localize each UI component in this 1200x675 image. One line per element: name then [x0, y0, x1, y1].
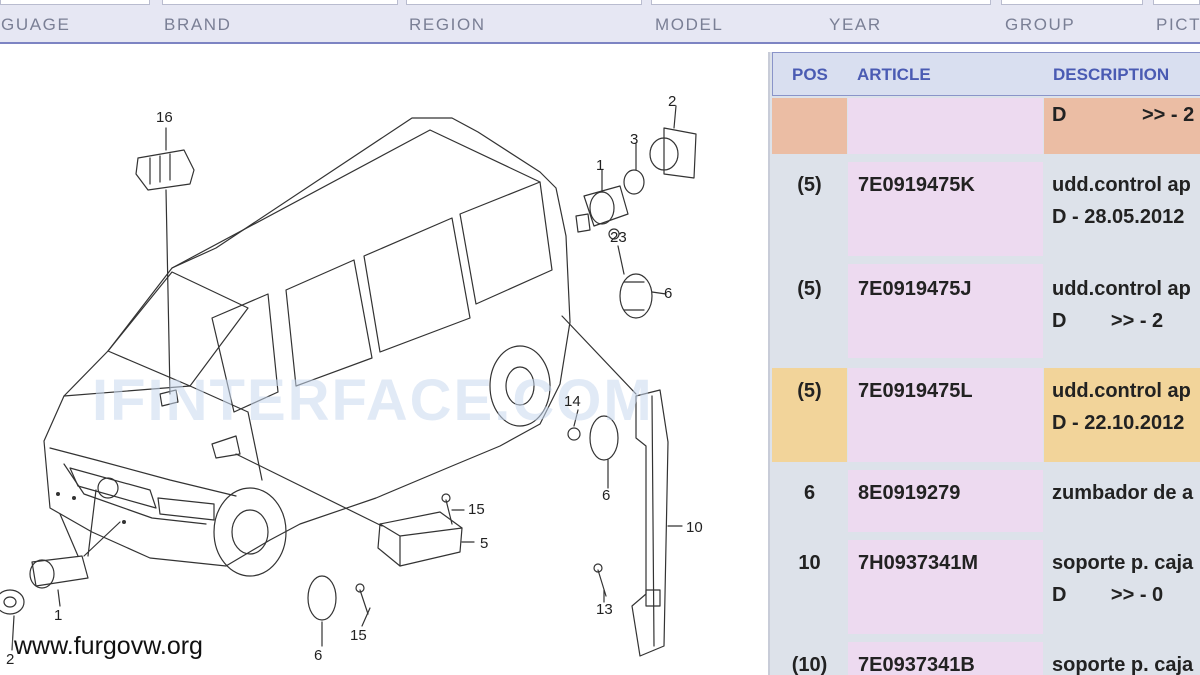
callout-2-bottom: 2	[6, 651, 14, 668]
callout-13: 13	[596, 601, 613, 618]
callout-5: 5	[480, 535, 488, 552]
filter-label-year[interactable]: YEAR	[829, 15, 882, 34]
callout-1-top: 1	[596, 157, 604, 174]
description-cell: udd.control ap D - 22.10.2012	[1044, 368, 1200, 462]
description-cell: soporte p. caja D >> - 0	[1044, 540, 1200, 634]
picture-field[interactable]	[1153, 0, 1200, 5]
region-field[interactable]	[406, 0, 642, 5]
pos-cell: (5)	[772, 264, 847, 358]
hidden-bumper-dots	[56, 492, 126, 524]
callout-3: 3	[630, 131, 638, 148]
callout-15-lower: 15	[350, 627, 367, 644]
filter-label-group[interactable]: GROUP	[1005, 15, 1076, 34]
callout-10: 10	[686, 519, 703, 536]
group-field[interactable]	[1001, 0, 1143, 5]
model-field[interactable]	[651, 0, 991, 5]
filter-label-region[interactable]: REGION	[409, 15, 486, 34]
table-header: POS ARTICLE DESCRIPTION	[772, 52, 1200, 96]
callout-6-middle: 6	[602, 487, 610, 504]
description-cell: soporte p. caja	[1044, 642, 1200, 675]
filter-bar: GUAGE BRAND REGION MODEL YEAR GROUP PICT	[0, 0, 1200, 44]
parts-diagram-drawing: IFINTERFACE.COM 16 2 3 1 23 6 14 6 15 5 …	[0, 93, 703, 668]
table-row[interactable]: (5) 7E0919475J udd.control ap D >> - 2	[772, 264, 1200, 358]
callout-2-top: 2	[668, 93, 676, 110]
pos-cell: 6	[772, 470, 847, 532]
callout-15-upper: 15	[468, 501, 485, 518]
table-row[interactable]: 10 7H0937341M soporte p. caja D >> - 0	[772, 540, 1200, 634]
site-credit: www.furgovw.org	[14, 632, 203, 660]
description-cell: zumbador de a	[1044, 470, 1200, 532]
article-cell: 7E0919475K	[848, 162, 1043, 256]
pos-cell: 10	[772, 540, 847, 634]
callout-16: 16	[156, 109, 173, 126]
table-row[interactable]: (5) 7E0919475K udd.control ap D - 28.05.…	[772, 162, 1200, 256]
callout-14: 14	[564, 393, 581, 410]
callout-1-bottom: 1	[54, 607, 62, 624]
brand-field[interactable]	[162, 0, 398, 5]
header-pos[interactable]: POS	[792, 65, 828, 84]
article-cell: 7E0919475J	[848, 264, 1043, 358]
header-description[interactable]: DESCRIPTION	[1053, 65, 1170, 84]
parts-diagram[interactable]: IFINTERFACE.COM 16 2 3 1 23 6 14 6 15 5 …	[0, 46, 768, 675]
pos-cell: (10)	[772, 642, 847, 675]
table-row[interactable]: (5) 7E0919475L udd.control ap D - 22.10.…	[772, 368, 1200, 462]
article-cell: 7E0919475L	[848, 368, 1043, 462]
table-row[interactable]: (10) 7E0937341B soporte p. caja	[772, 642, 1200, 675]
pos-cell: (5)	[772, 162, 847, 256]
callout-6-bottom: 6	[314, 647, 322, 664]
description-cell: udd.control ap D >> - 2	[1044, 264, 1200, 358]
article-cell: 7H0937341M	[848, 540, 1043, 634]
header-article[interactable]: ARTICLE	[857, 65, 931, 84]
article-cell: 7E0937341B	[848, 642, 1043, 675]
description-cell: udd.control ap D - 28.05.2012	[1044, 162, 1200, 256]
description-cell: D >> - 2	[1044, 98, 1200, 154]
callout-23: 23	[610, 229, 627, 246]
parts-table: POS ARTICLE DESCRIPTION D >> - 2 (5) 7E0…	[768, 52, 1200, 675]
callout-6-right: 6	[664, 285, 672, 302]
language-field[interactable]	[0, 0, 150, 5]
article-cell: 8E0919279	[848, 470, 1043, 532]
table-row[interactable]: 6 8E0919279 zumbador de a	[772, 470, 1200, 532]
filter-label-model[interactable]: MODEL	[655, 15, 724, 34]
pos-cell	[772, 98, 847, 154]
article-cell	[848, 98, 1043, 154]
table-row[interactable]: D >> - 2	[772, 98, 1200, 154]
pos-cell: (5)	[772, 368, 847, 462]
diagram-watermark: IFINTERFACE.COM	[92, 368, 654, 433]
filter-label-brand[interactable]: BRAND	[164, 15, 232, 34]
filter-label-language[interactable]: GUAGE	[1, 15, 71, 34]
filter-label-picture[interactable]: PICT	[1156, 15, 1200, 34]
